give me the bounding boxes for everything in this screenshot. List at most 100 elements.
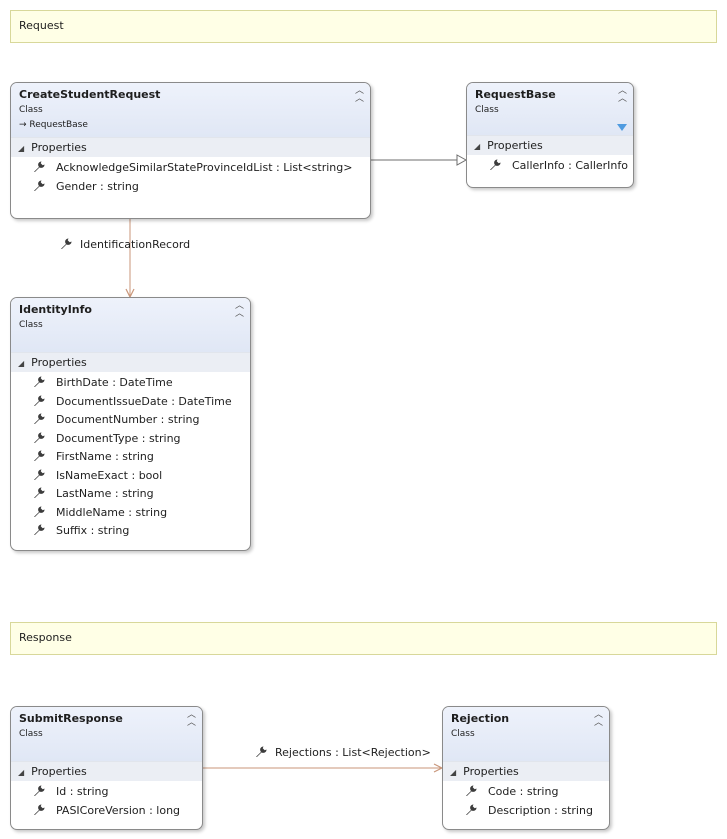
wrench-icon <box>34 803 45 815</box>
property-list: Id : string PASICoreVersion : long <box>11 781 202 824</box>
class-name: RequestBase <box>475 88 556 101</box>
property-item[interactable]: LastName : string <box>11 485 250 504</box>
association-name: Rejections : List<Rejection> <box>275 746 431 759</box>
wrench-icon <box>34 785 45 796</box>
property-text: IsNameExact : bool <box>56 468 163 482</box>
property-item[interactable]: Gender : string <box>11 178 370 197</box>
property-text: BirthDate : DateTime <box>56 376 173 389</box>
properties-section-header[interactable]: ◢ Properties <box>443 761 609 781</box>
section-label: Properties <box>463 765 519 778</box>
properties-section-header[interactable]: ◢ Properties <box>467 135 633 155</box>
property-item[interactable]: DocumentNumber : string <box>11 411 250 430</box>
wrench-icon <box>34 394 45 406</box>
section-label: Properties <box>31 141 87 154</box>
property-text: LastName : string <box>56 487 154 500</box>
property-text: CallerInfo : CallerInfo <box>512 159 628 172</box>
class-base-type: → RequestBase <box>19 120 88 130</box>
property-item[interactable]: FirstName : string <box>11 448 250 467</box>
wrench-icon <box>466 803 477 815</box>
property-item[interactable]: DocumentIssueDate : DateTime <box>11 393 250 412</box>
class-name: IdentityInfo <box>19 303 92 316</box>
property-item[interactable]: MiddleName : string <box>11 504 250 523</box>
property-list: Code : string Description : string <box>443 781 609 824</box>
response-note-text: Response <box>19 631 72 644</box>
filter-icon[interactable] <box>617 124 627 131</box>
class-identity-info[interactable]: IdentityInfo Class ︿︿ ◢ Properties BirthD… <box>10 297 251 551</box>
wrench-icon <box>34 376 45 387</box>
class-name: CreateStudentRequest <box>19 88 161 101</box>
section-label: Properties <box>31 356 87 369</box>
wrench-icon <box>34 468 45 480</box>
class-stereotype: Class <box>451 729 475 739</box>
property-text: Suffix : string <box>56 524 130 537</box>
class-name: SubmitResponse <box>19 712 123 725</box>
class-stereotype: Class <box>19 729 43 739</box>
property-item[interactable]: DocumentType : string <box>11 430 250 449</box>
properties-section-header[interactable]: ◢ Properties <box>11 352 250 372</box>
property-text: AcknowledgeSimilarStateProvinceIdList : … <box>56 161 353 174</box>
property-text: Code : string <box>488 785 559 798</box>
double-chevron-up-icon[interactable]: ︿︿ <box>593 710 603 728</box>
double-chevron-up-icon[interactable]: ︿︿ <box>234 301 244 319</box>
wrench-icon <box>256 746 267 757</box>
wrench-icon <box>34 450 45 461</box>
property-text: DocumentIssueDate : DateTime <box>56 394 232 408</box>
property-text: Id : string <box>56 785 109 798</box>
class-create-student-request[interactable]: CreateStudentRequest Class → RequestBase… <box>10 82 371 219</box>
collapse-triangle-icon[interactable]: ◢ <box>474 142 481 151</box>
class-header[interactable]: IdentityInfo Class ︿︿ <box>11 298 250 352</box>
property-text: DocumentType : string <box>56 431 181 445</box>
section-label: Properties <box>31 765 87 778</box>
class-rejection[interactable]: Rejection Class ︿︿ ◢ Properties Code : st… <box>442 706 610 830</box>
double-chevron-up-icon[interactable]: ︿︿ <box>186 710 196 728</box>
rejections-label[interactable]: Rejections : List<Rejection> <box>255 746 431 760</box>
properties-section-header[interactable]: ◢ Properties <box>11 137 370 157</box>
class-header[interactable]: CreateStudentRequest Class → RequestBase… <box>11 83 370 137</box>
property-item[interactable]: Suffix : string <box>11 522 250 541</box>
property-item[interactable]: CallerInfo : CallerInfo <box>467 157 633 176</box>
wrench-icon <box>34 161 45 172</box>
property-item[interactable]: Code : string <box>443 783 609 802</box>
association-name: IdentificationRecord <box>80 238 191 251</box>
class-name: Rejection <box>451 712 510 725</box>
property-text: DocumentNumber : string <box>56 413 200 426</box>
property-item[interactable]: AcknowledgeSimilarStateProvinceIdList : … <box>11 159 370 178</box>
collapse-triangle-icon[interactable]: ◢ <box>18 768 25 777</box>
property-text: PASICoreVersion : long <box>56 803 181 817</box>
properties-section-header[interactable]: ◢ Properties <box>11 761 202 781</box>
class-stereotype: Class <box>475 105 499 115</box>
collapse-triangle-icon[interactable]: ◢ <box>18 144 25 153</box>
property-item[interactable]: PASICoreVersion : long <box>11 802 202 821</box>
wrench-icon <box>34 431 45 443</box>
class-request-base[interactable]: RequestBase Class ︿︿ ◢ Properties CallerI… <box>466 82 634 188</box>
property-item[interactable]: BirthDate : DateTime <box>11 374 250 393</box>
class-stereotype: Class <box>19 105 43 115</box>
request-note[interactable]: Request <box>10 10 717 43</box>
property-list: BirthDate : DateTime DocumentIssueDate :… <box>11 372 250 545</box>
property-item[interactable]: Description : string <box>443 802 609 821</box>
property-text: Gender : string <box>56 179 139 193</box>
identification-record-label[interactable]: IdentificationRecord <box>60 238 190 252</box>
section-label: Properties <box>487 139 543 152</box>
property-text: MiddleName : string <box>56 505 168 519</box>
wrench-icon <box>490 159 501 170</box>
class-header[interactable]: Rejection Class ︿︿ <box>443 707 609 761</box>
wrench-icon <box>466 785 477 796</box>
property-item[interactable]: Id : string <box>11 783 202 802</box>
double-chevron-up-icon[interactable]: ︿︿ <box>617 86 627 104</box>
class-header[interactable]: RequestBase Class ︿︿ <box>467 83 633 135</box>
request-note-text: Request <box>19 19 64 32</box>
wrench-icon <box>61 238 72 249</box>
wrench-icon <box>34 179 45 191</box>
double-chevron-up-icon[interactable]: ︿︿ <box>354 86 364 104</box>
collapse-triangle-icon[interactable]: ◢ <box>18 359 25 368</box>
collapse-triangle-icon[interactable]: ◢ <box>450 768 457 777</box>
class-header[interactable]: SubmitResponse Class ︿︿ <box>11 707 202 761</box>
wrench-icon <box>34 505 45 517</box>
property-item[interactable]: IsNameExact : bool <box>11 467 250 486</box>
class-submit-response[interactable]: SubmitResponse Class ︿︿ ◢ Properties Id :… <box>10 706 203 830</box>
wrench-icon <box>34 524 45 535</box>
response-note[interactable]: Response <box>10 622 717 655</box>
property-text: Description : string <box>488 803 593 817</box>
